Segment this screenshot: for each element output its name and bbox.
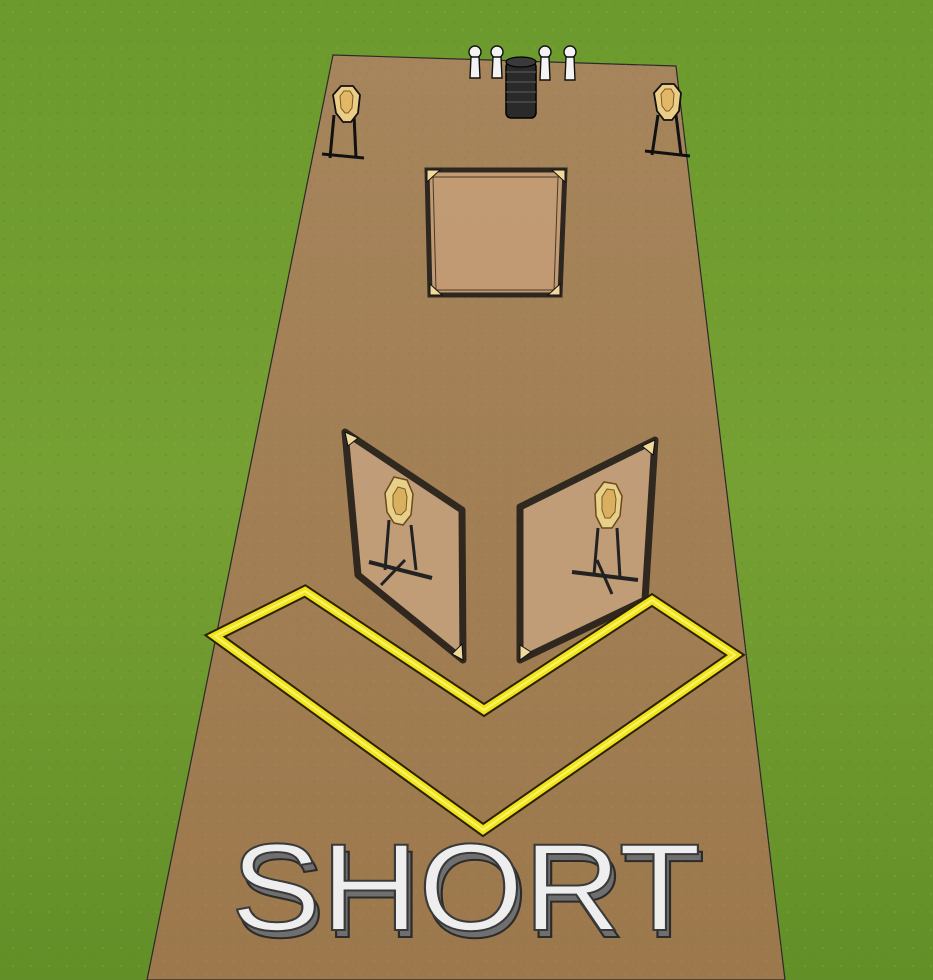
barricade-wall-far bbox=[427, 170, 565, 295]
steel-popper bbox=[491, 46, 503, 78]
steel-popper bbox=[539, 46, 551, 80]
stage-label: SHORT SHORT bbox=[231, 819, 705, 964]
steel-popper bbox=[564, 46, 576, 80]
steel-popper bbox=[469, 46, 481, 78]
stage-label-text: SHORT bbox=[231, 819, 701, 957]
tire-stack bbox=[506, 57, 536, 118]
